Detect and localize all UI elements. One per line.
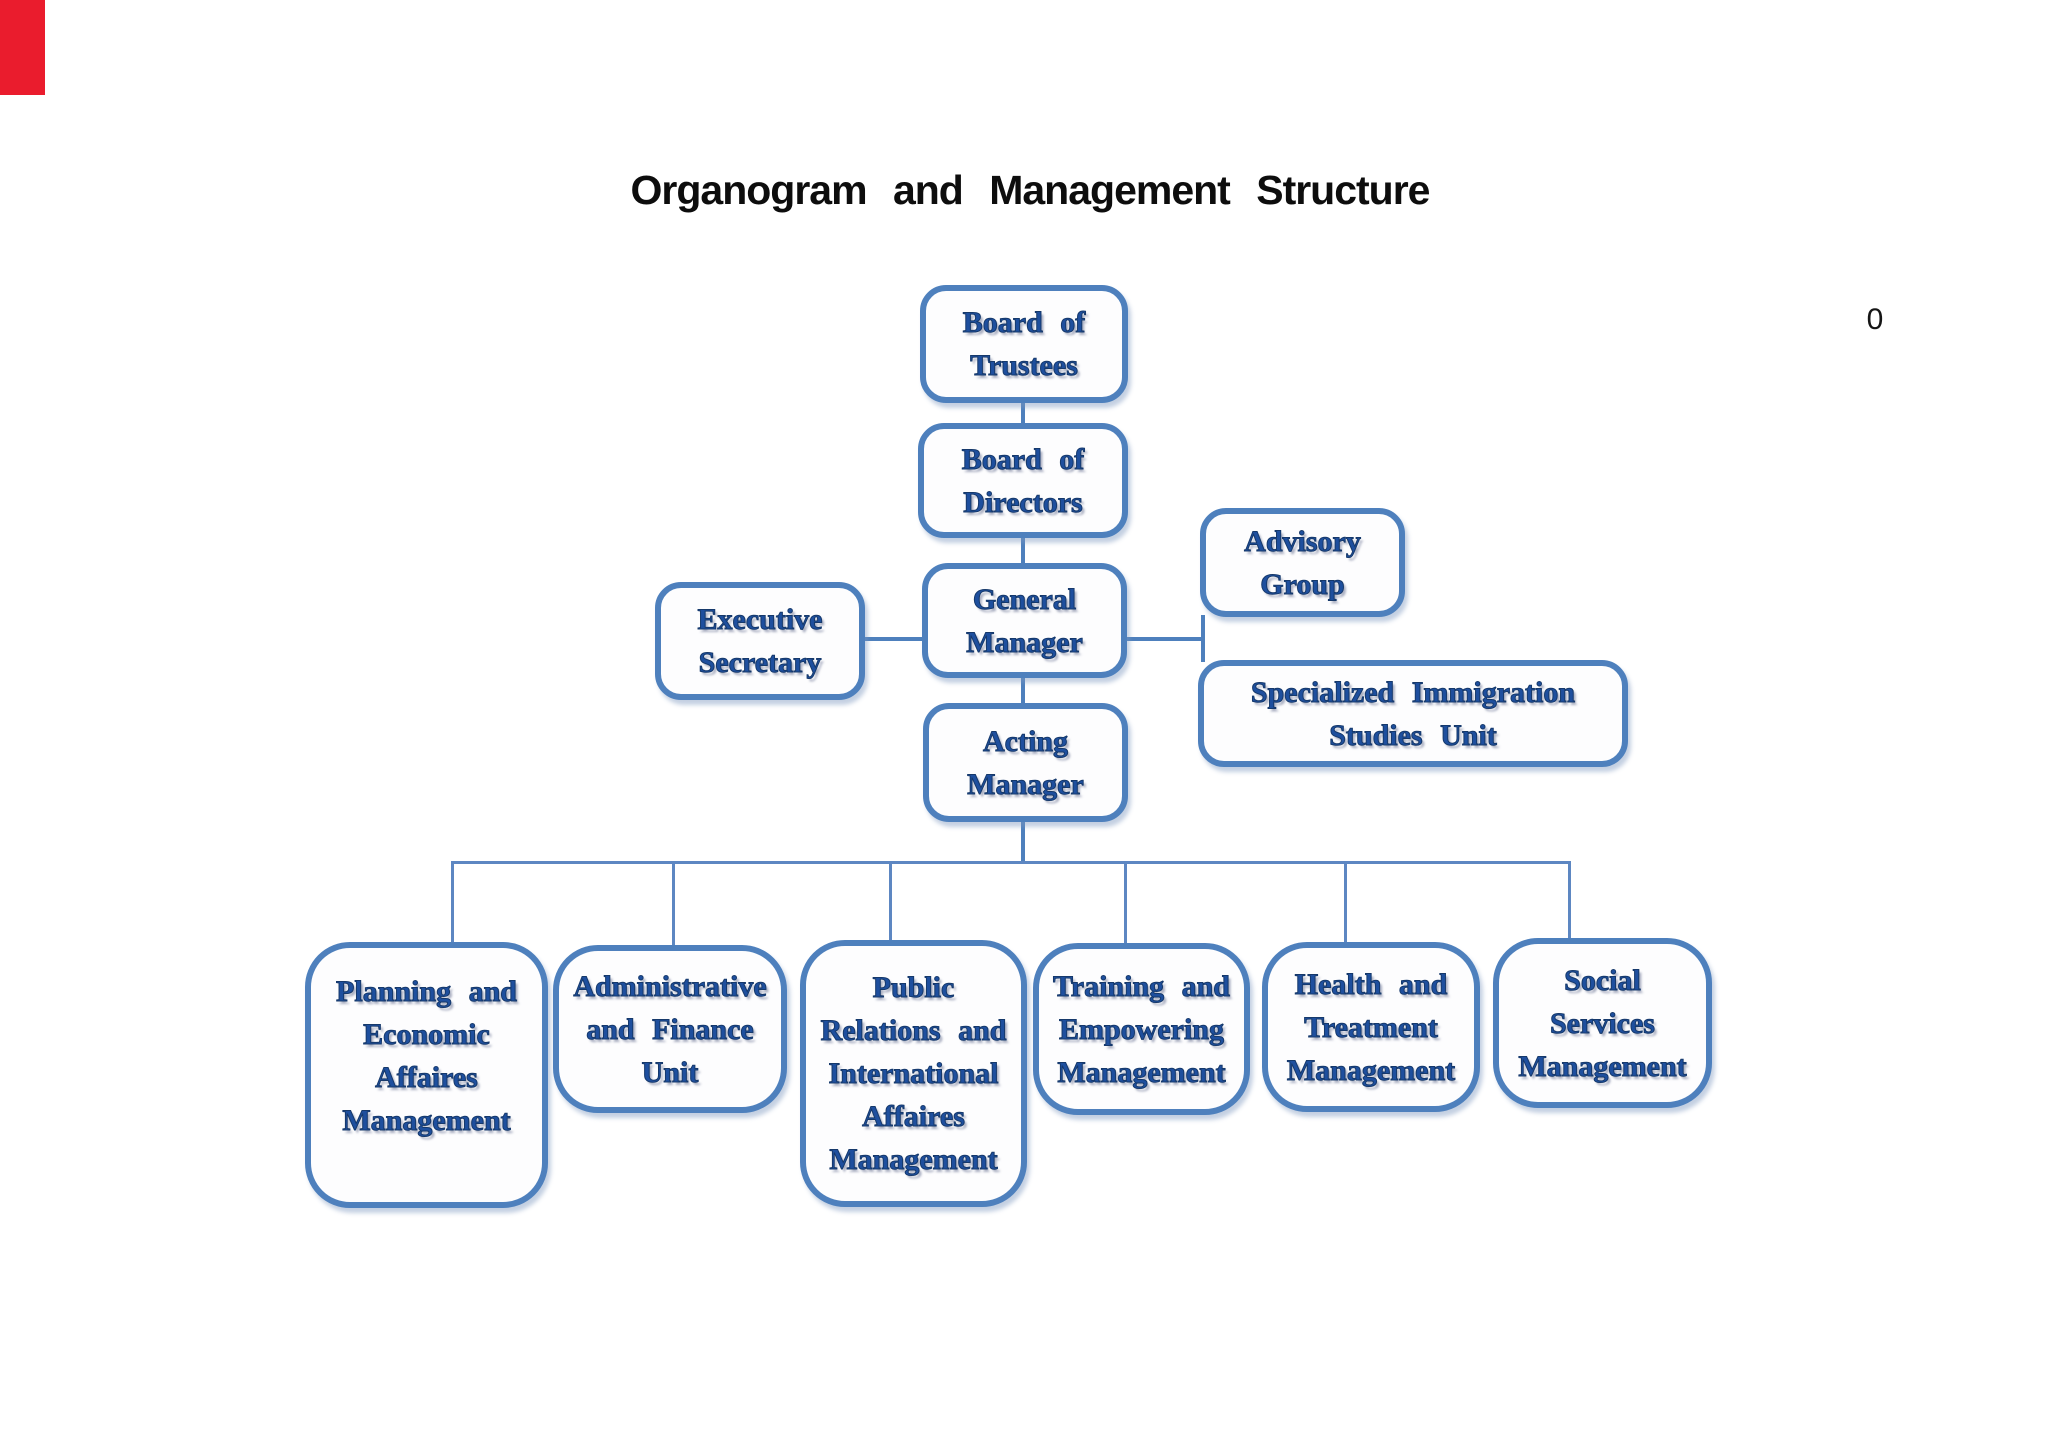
- node-acting-manager: Acting Manager: [923, 703, 1128, 822]
- connector-secretary-general: [864, 637, 924, 641]
- node-planning-economic-affaires-management: Planning and Economic Affaires Managemen…: [305, 942, 548, 1208]
- node-health-treatment-management: Health and Treatment Management: [1262, 942, 1480, 1112]
- red-margin-bar: [0, 0, 45, 95]
- node-advisory-group-label: Advisory Group: [1244, 524, 1362, 601]
- node-advisory-group: Advisory Group: [1200, 508, 1405, 617]
- connector-drop-health: [1344, 861, 1347, 944]
- connector-drop-public-relations: [889, 861, 892, 942]
- connector-drop-admin: [672, 861, 675, 947]
- connector-advisory-specialized: [1201, 615, 1205, 662]
- page-number: 0: [1866, 303, 1884, 336]
- node-health-label: Health and Treatment Management: [1286, 967, 1456, 1087]
- connector-general-acting: [1021, 677, 1025, 705]
- node-public-relations-label: Public Relations and International Affai…: [820, 971, 1007, 1177]
- connector-drop-planning: [451, 861, 454, 944]
- node-social-label: Social Services Management: [1518, 963, 1687, 1083]
- node-board-of-trustees-label: Board of Trustees: [962, 306, 1086, 383]
- connector-trustees-directors: [1021, 403, 1025, 425]
- node-board-of-directors: Board of Directors: [918, 423, 1128, 538]
- connector-directors-general: [1021, 537, 1025, 565]
- node-board-of-directors-label: Board of Directors: [961, 442, 1085, 519]
- node-specialized-immigration-studies-unit-label: Specialized Immigration Studies Unit: [1250, 675, 1576, 752]
- node-social-services-management: Social Services Management: [1493, 938, 1712, 1108]
- node-general-manager: General Manager: [922, 563, 1127, 678]
- node-training-empowering-management: Training and Empowering Management: [1033, 943, 1250, 1115]
- node-public-relations-international-affaires-management: Public Relations and International Affai…: [800, 940, 1027, 1207]
- connector-children-rail: [451, 861, 1571, 864]
- node-training-label: Training and Empowering Management: [1052, 969, 1230, 1089]
- connector-drop-social: [1568, 861, 1571, 940]
- node-executive-secretary: Executive Secretary: [655, 582, 865, 700]
- node-board-of-trustees: Board of Trustees: [920, 285, 1128, 403]
- connector-drop-training: [1124, 861, 1127, 945]
- node-acting-manager-label: Acting Manager: [967, 724, 1085, 801]
- connector-acting-rail: [1021, 821, 1025, 863]
- node-admin-finance-label: Administrative and Finance Unit: [573, 969, 767, 1089]
- node-executive-secretary-label: Executive Secretary: [697, 603, 823, 680]
- node-general-manager-label: General Manager: [966, 582, 1084, 659]
- connector-general-rightgroup: [1126, 637, 1205, 641]
- node-specialized-immigration-studies-unit: Specialized Immigration Studies Unit: [1198, 660, 1628, 767]
- node-administrative-finance-unit: Administrative and Finance Unit: [553, 945, 787, 1113]
- page-title: Organogram and Management Structure: [630, 167, 1431, 213]
- node-planning-label: Planning and Economic Affaires Managemen…: [336, 975, 518, 1138]
